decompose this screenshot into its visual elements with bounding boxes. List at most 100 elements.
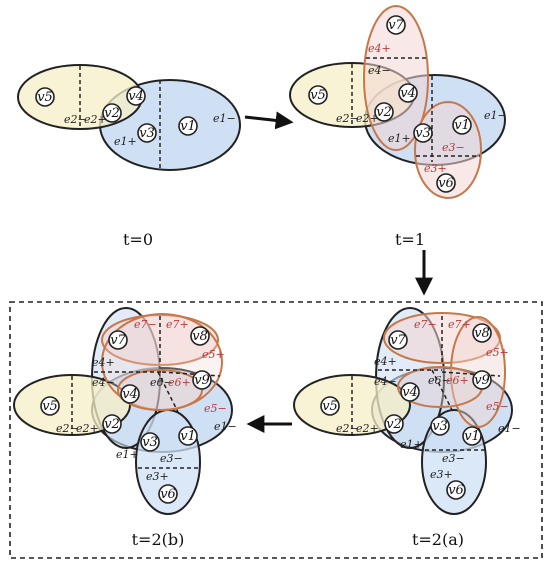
node-label: v7 [390, 333, 406, 348]
edge-label: e1− [213, 112, 236, 125]
edge-label: e2+ [84, 113, 107, 126]
node-v4: v4 [120, 384, 140, 404]
node-v7: v7 [108, 330, 128, 350]
edge-label: e4+ [368, 42, 391, 55]
hyperedge-e6 [117, 369, 203, 411]
edge-label: e2− [64, 113, 87, 126]
edge-label: e4− [368, 64, 391, 77]
edge-label: e5+ [202, 348, 225, 361]
edge-label: e2+ [356, 112, 379, 125]
node-label: v4 [128, 89, 144, 104]
split-line [157, 371, 179, 413]
node-v2: v2 [102, 414, 122, 434]
node-label: v5 [310, 88, 326, 103]
node-v3: v3 [140, 432, 160, 452]
node-v7: v7 [386, 15, 406, 35]
panel-t1: v7 v5 v4 v2 v3 v1 v6 e4+ e4− e2− e2+ e1+… [289, 5, 507, 249]
node-v1: v1 [452, 115, 472, 135]
node-label: v1 [454, 118, 470, 133]
node-v3: v3 [413, 123, 433, 143]
node-label: v5 [322, 399, 338, 414]
edge-label: e2− [56, 422, 79, 435]
node-v4: v4 [400, 382, 420, 402]
edge-label: e1− [214, 420, 237, 433]
edge-label: e2− [336, 422, 359, 435]
node-v9: v9 [192, 370, 212, 390]
node-label: v4 [402, 385, 418, 400]
edge-label: e7+ [166, 318, 189, 331]
node-label: v3 [142, 435, 158, 450]
edge-label: e4+ [374, 355, 397, 368]
node-label: v5 [37, 90, 53, 105]
panel-t2b: v7 v8 v9 v5 v4 v2 v3 v1 v6 e7− e7+ e4+ e… [13, 307, 237, 549]
node-v5: v5 [320, 396, 340, 416]
node-v1: v1 [178, 116, 198, 136]
node-v5: v5 [35, 87, 55, 107]
edge-label: e1+ [116, 448, 139, 461]
split-line [161, 371, 221, 377]
node-label: v4 [122, 387, 138, 402]
edge-label: e3+ [146, 470, 169, 483]
edge-label: e1+ [400, 438, 423, 451]
time-label: t=2(b) [132, 530, 185, 549]
node-v2: v2 [384, 414, 404, 434]
node-label: v8 [192, 329, 208, 344]
node-label: v1 [180, 429, 196, 444]
edge-label: e3− [442, 452, 465, 465]
edge-label: e7+ [448, 318, 471, 331]
node-label: v2 [386, 417, 402, 432]
edge-label: e1− [484, 109, 507, 122]
panel-t0: v5 v2 v4 v3 v1 e2− e2+ e1+ e1− t=0 [17, 64, 241, 249]
node-label: v3 [139, 126, 155, 141]
node-v5: v5 [308, 85, 328, 105]
edge-label: e4+ [92, 356, 115, 369]
node-v3: v3 [430, 416, 450, 436]
node-v6: v6 [436, 173, 456, 193]
node-label: v6 [160, 487, 176, 502]
edge-label: e3− [442, 141, 465, 154]
node-v7: v7 [388, 330, 408, 350]
edge-label: e2+ [356, 422, 379, 435]
panel-t2a: v7 v8 v9 v5 v4 v2 v3 v1 v6 e7− e7+ e4+ e… [293, 307, 521, 549]
edge-label: e3− [160, 452, 183, 465]
edge-label: e6− [150, 376, 173, 389]
edge-label: e1− [498, 422, 521, 435]
split-line [431, 369, 453, 411]
node-label: v6 [438, 176, 454, 191]
edge-label: e1+ [114, 135, 137, 148]
edge-label: e3+ [424, 162, 447, 175]
time-label: t=1 [395, 230, 425, 249]
node-label: v1 [464, 429, 480, 444]
node-label: v6 [448, 483, 464, 498]
edge-label: e5− [486, 400, 509, 413]
node-label: v2 [376, 105, 392, 120]
edge-label: e3+ [430, 468, 453, 481]
node-v8: v8 [190, 326, 210, 346]
edge-label: e1+ [388, 132, 411, 145]
edge-label: e4− [92, 376, 115, 389]
node-v3: v3 [137, 123, 157, 143]
time-label: t=0 [123, 230, 153, 249]
node-label: v1 [180, 119, 196, 134]
node-label: v3 [432, 419, 448, 434]
edge-label: e4− [374, 375, 397, 388]
node-v6: v6 [446, 480, 466, 500]
node-v8: v8 [472, 323, 492, 343]
node-label: v3 [415, 126, 431, 141]
right-arrow [244, 111, 294, 130]
edge-label: e7− [414, 318, 437, 331]
node-v1: v1 [178, 426, 198, 446]
node-label: v7 [388, 18, 404, 33]
t2-frame [9, 301, 543, 559]
node-v5: v5 [40, 396, 60, 416]
edge-label: e6+ [446, 374, 469, 387]
edge-label: e5− [204, 402, 227, 415]
edge-label: e5+ [486, 346, 509, 359]
node-v9: v9 [472, 370, 492, 390]
edge-label: e7− [134, 318, 157, 331]
time-label: t=2(a) [412, 530, 464, 549]
node-v2: v2 [374, 102, 394, 122]
node-label: v9 [474, 373, 490, 388]
node-label: v5 [42, 399, 58, 414]
